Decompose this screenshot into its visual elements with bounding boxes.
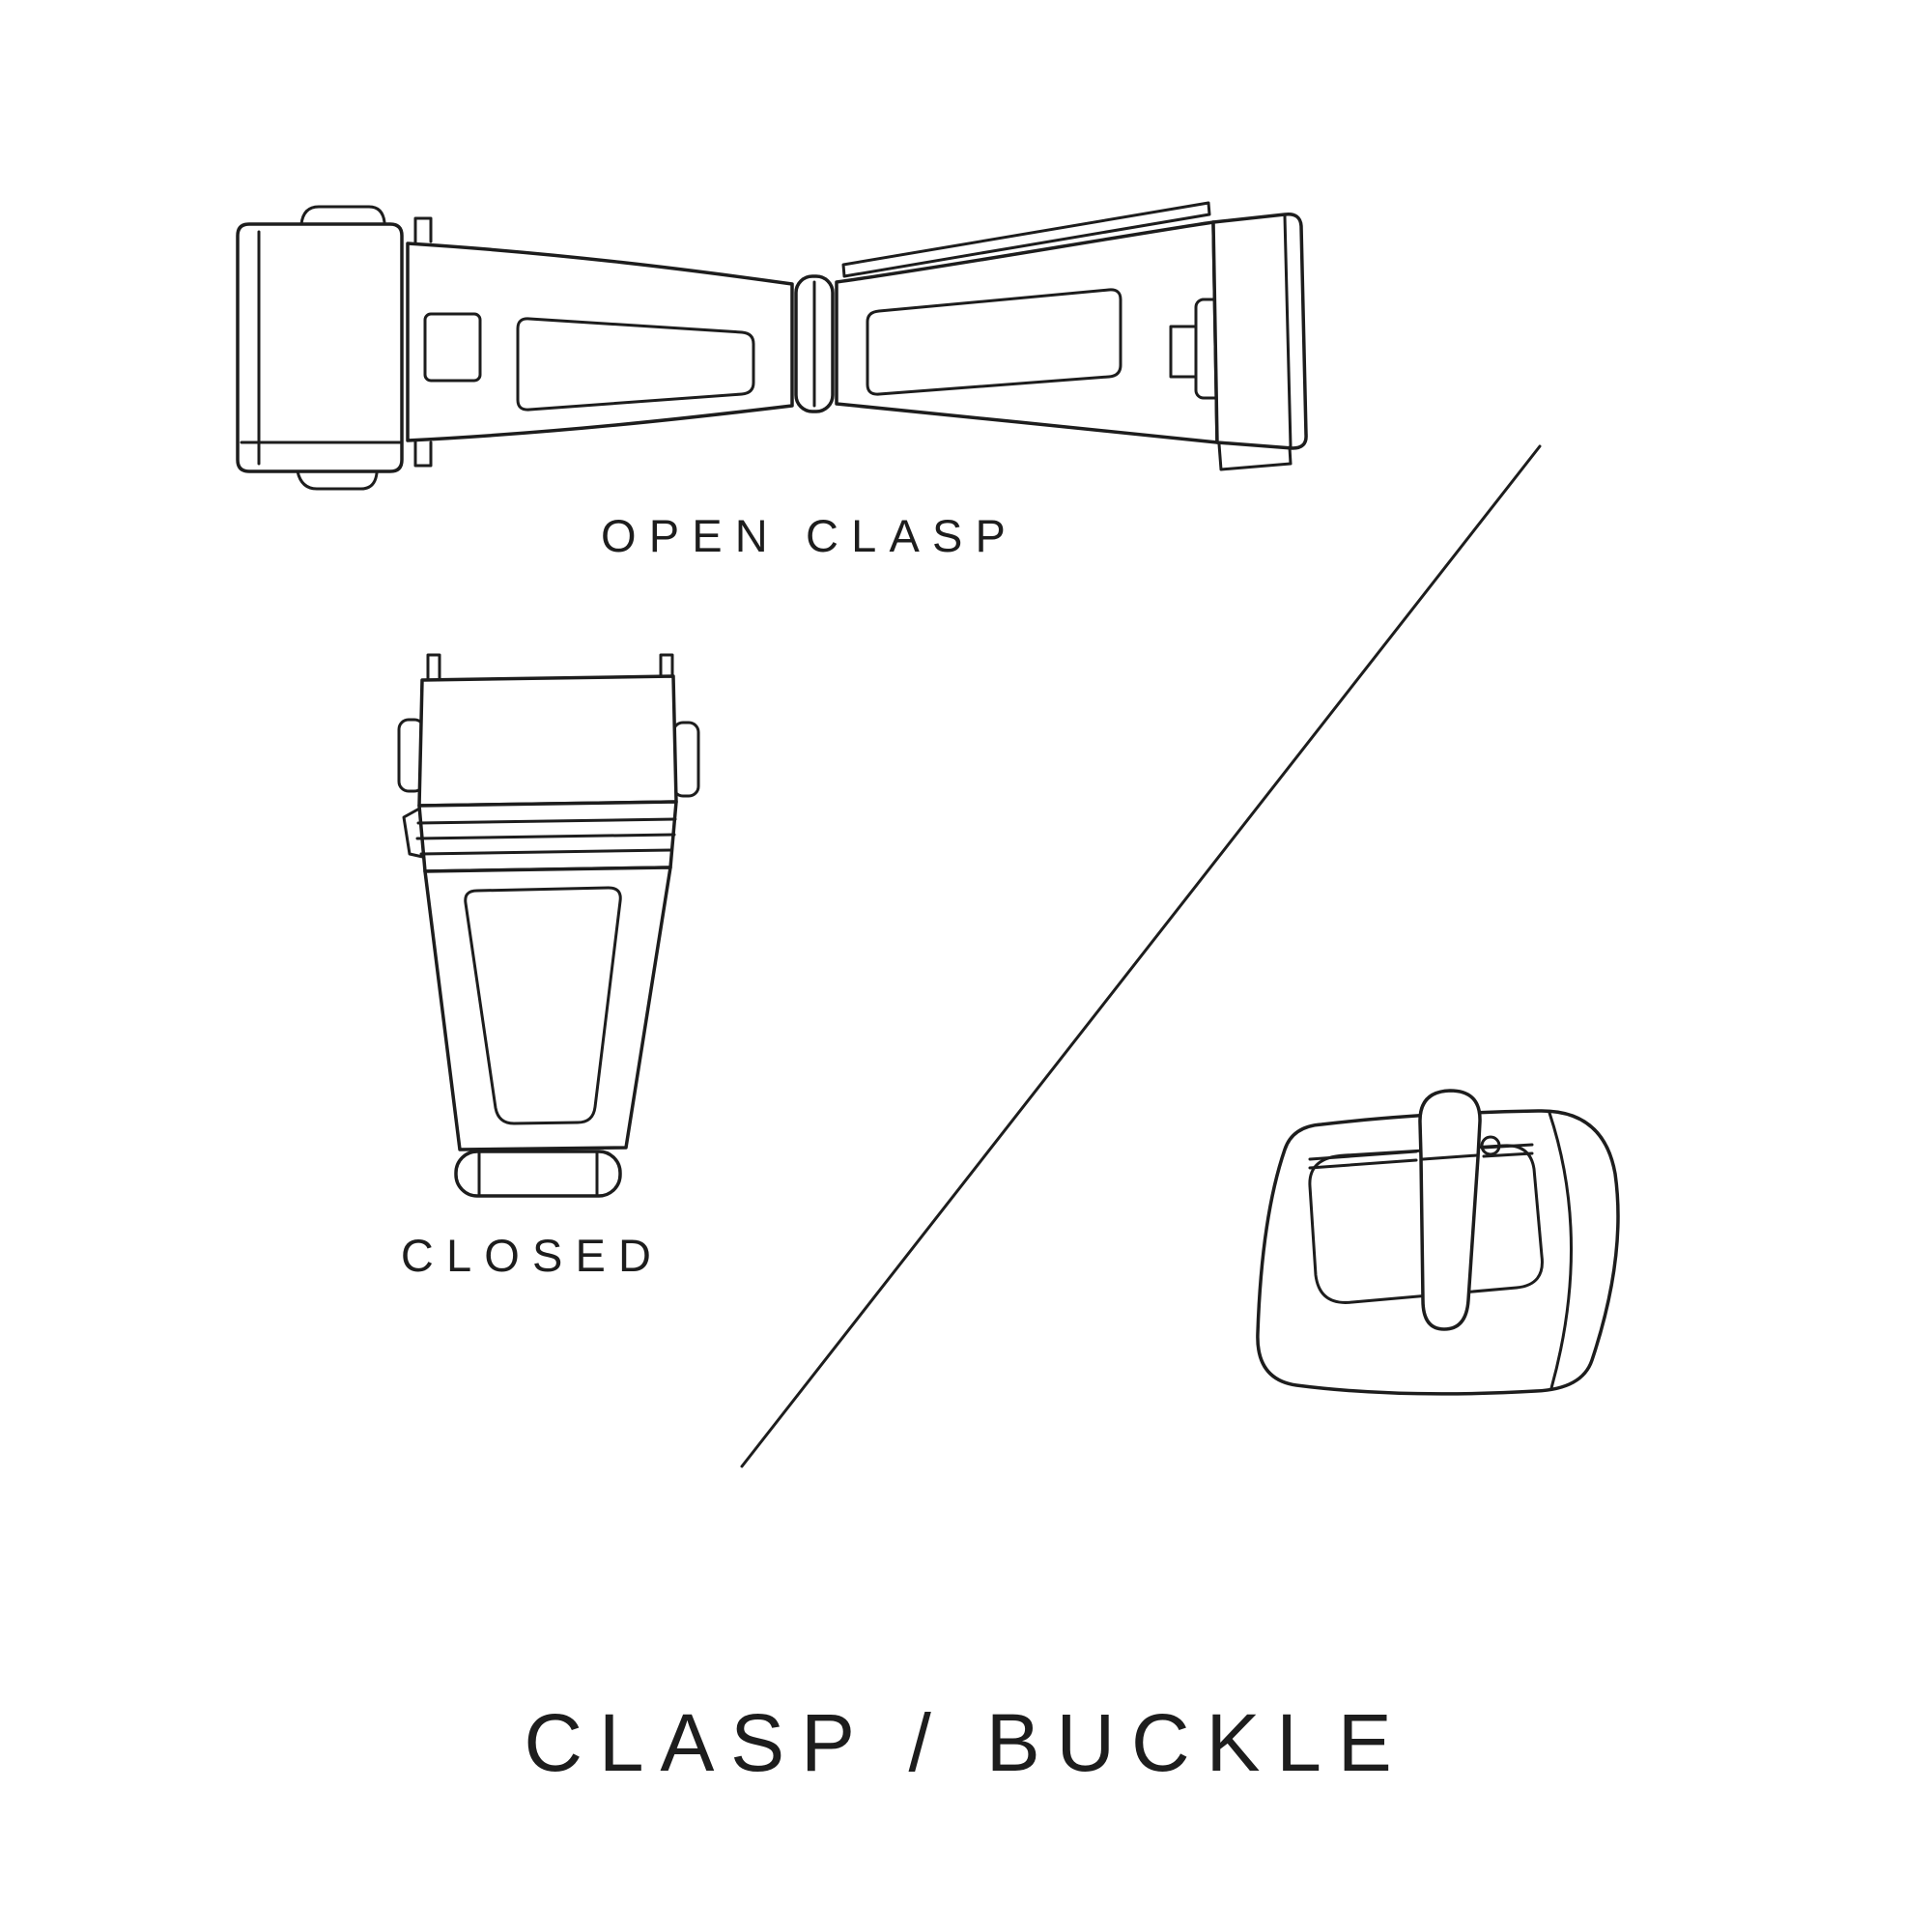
tang-buckle-icon	[1256, 1089, 1620, 1396]
closed-clasp-icon	[397, 653, 700, 1198]
diagonal-divider-line	[740, 444, 1542, 1468]
open-clasp-right-plate	[1211, 213, 1308, 450]
closed-clasp-body	[423, 866, 672, 1151]
line-art-group	[236, 201, 1620, 1468]
buckle-tang	[1418, 1089, 1482, 1331]
closed-clasp-top-plate	[417, 674, 678, 808]
open-clasp-icon	[236, 201, 1308, 491]
closed-clasp-label: CLOSED	[400, 1230, 665, 1281]
buckle-inner-window	[1308, 1144, 1544, 1304]
closed-clasp-end-bar	[454, 1150, 622, 1198]
open-clasp-label: OPEN CLASP	[601, 510, 1018, 561]
open-clasp-left-plate	[236, 222, 404, 473]
page-title: CLASP / BUCKLE	[524, 1697, 1408, 1788]
open-clasp-left-arm	[406, 242, 794, 442]
